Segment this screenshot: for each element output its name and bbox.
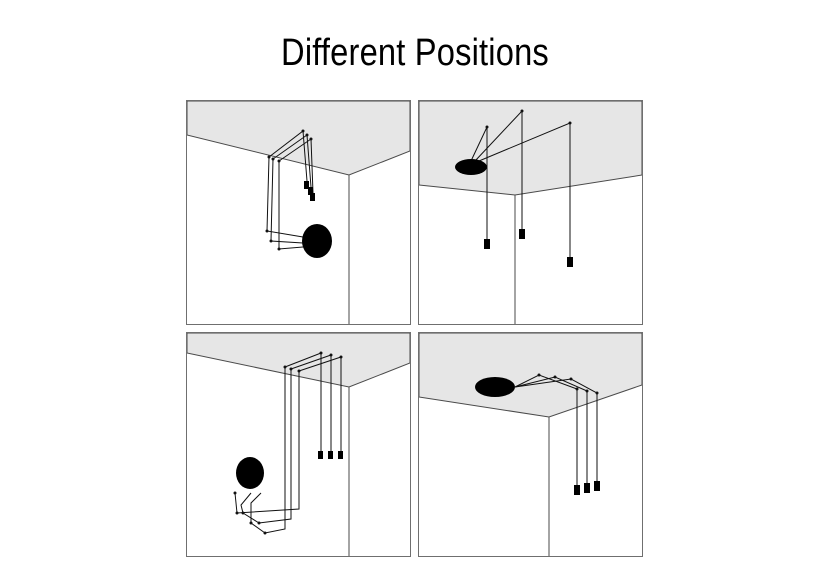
wiring [470, 109, 572, 257]
diagram-panel-wall-mount-corner [186, 100, 411, 325]
page-title: Different Positions [281, 32, 549, 74]
wiring [265, 129, 314, 251]
canopy [455, 159, 487, 175]
pendant-lamp [484, 239, 490, 249]
ceiling [419, 333, 642, 418]
room-illustration [419, 333, 642, 556]
pendant-lamp [519, 229, 525, 239]
pendant-lamp [574, 485, 580, 495]
pendant-lamp [594, 481, 600, 491]
canopy [236, 457, 264, 489]
wiring [233, 351, 343, 535]
pendant-lamp [318, 451, 323, 459]
canopy [475, 377, 515, 397]
pendant-lamp [584, 483, 590, 493]
pendant-lamp [308, 187, 313, 195]
room-illustration [187, 101, 410, 324]
pendant-lamp [328, 451, 333, 459]
ceiling [187, 101, 410, 176]
pendant-lamp [567, 257, 573, 267]
pendant-lamp [304, 181, 309, 189]
room-illustration [187, 333, 410, 556]
diagram-panel-ceiling-mount-corner [418, 332, 643, 557]
diagram-panel-ceiling-mount-spread [418, 100, 643, 325]
pendant-lamp [338, 451, 343, 459]
ceiling [419, 101, 642, 196]
canopy [302, 224, 332, 258]
ceiling [187, 333, 410, 388]
pendant-lamp [310, 193, 315, 201]
diagram-panel-wall-mount-ceiling-run [186, 332, 411, 557]
wiring [514, 373, 599, 485]
room-illustration [419, 101, 642, 324]
